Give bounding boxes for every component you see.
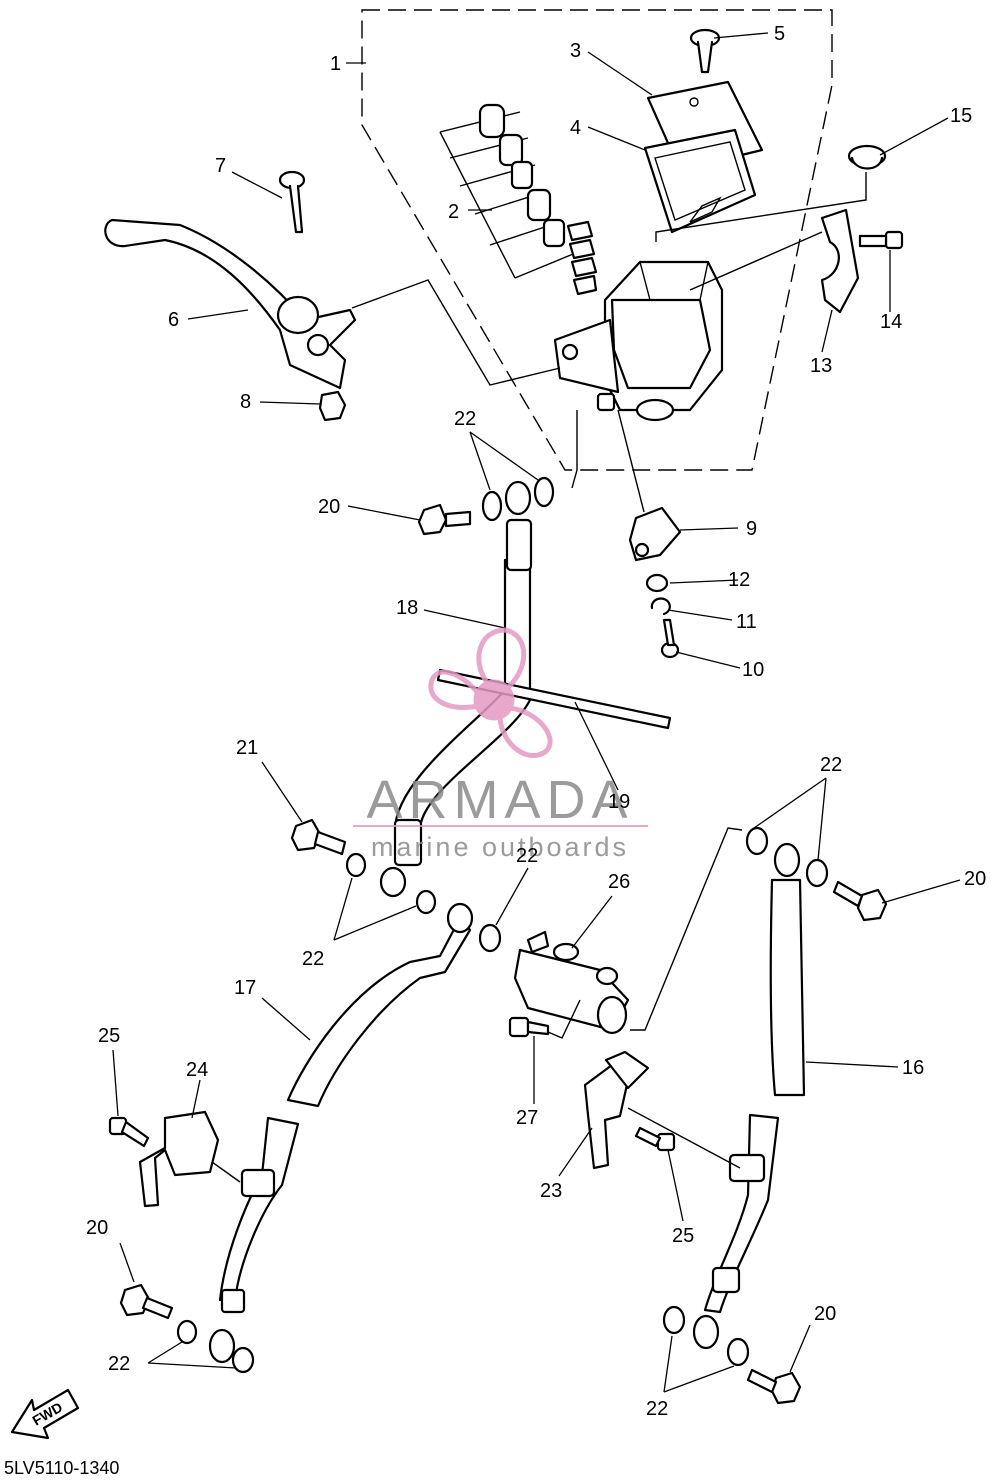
callout-13: 13 — [810, 355, 832, 377]
lock-washer-11 — [650, 597, 671, 616]
callout-22-bottom-right: 22 — [646, 1398, 668, 1420]
lever-nut — [318, 390, 347, 422]
callout-16: 16 — [902, 1057, 924, 1079]
brake-hose-17 — [208, 902, 474, 1364]
holder-bolt-25-left — [108, 1116, 150, 1148]
brake-hose-joint — [513, 930, 630, 1035]
union-bolt-20-top — [417, 503, 472, 536]
washer-12 — [645, 573, 669, 593]
callout-3: 3 — [570, 40, 581, 62]
callout-20-right: 20 — [964, 868, 986, 890]
callout-10: 10 — [742, 659, 764, 681]
brake-light-switch — [628, 506, 682, 562]
callout-25-right: 25 — [672, 1225, 694, 1247]
callout-17: 17 — [234, 977, 256, 999]
callout-25-left: 25 — [98, 1025, 120, 1047]
cap-screw — [689, 28, 721, 74]
callout-22-right: 22 — [820, 754, 842, 776]
callout-11: 11 — [736, 611, 757, 633]
callout-labels: 1 2 3 4 5 6 7 8 9 10 11 12 13 14 15 16 1… — [86, 23, 986, 1420]
copper-washers — [176, 476, 829, 1374]
callout-20-top: 20 — [318, 496, 340, 518]
callout-23: 23 — [540, 1180, 562, 1202]
holder-bolt-25-right — [634, 1126, 676, 1152]
callout-22-top: 22 — [454, 408, 476, 430]
callout-2: 2 — [448, 201, 459, 223]
hose-holder-23 — [583, 1050, 650, 1170]
union-bolt-20-bottom — [746, 1368, 802, 1405]
diagram-code: 5LV5110-1340 — [4, 1458, 119, 1478]
brake-hose-18 — [379, 480, 533, 898]
callout-22-center: 22 — [516, 845, 538, 867]
master-cylinder-body — [553, 260, 724, 422]
hose-holder-24 — [138, 1110, 220, 1208]
hose-guide-19 — [436, 668, 672, 730]
watermark-brand: ARMADA — [366, 770, 633, 830]
callout-9: 9 — [746, 518, 757, 540]
callout-20-bottom: 20 — [814, 1303, 836, 1325]
callout-21: 21 — [236, 737, 258, 759]
callout-22-mid-left: 22 — [302, 948, 324, 970]
callout-5: 5 — [774, 23, 785, 45]
lever-pivot-bolt — [278, 170, 306, 234]
holder-bolt — [858, 230, 904, 250]
callout-27: 27 — [516, 1107, 538, 1129]
callout-7: 7 — [215, 155, 226, 177]
piston-kit — [439, 103, 598, 296]
callout-15: 15 — [950, 105, 972, 127]
watermark-tagline: marine outboards — [371, 832, 629, 862]
callout-14: 14 — [880, 311, 902, 333]
callout-1: 1 — [330, 53, 341, 75]
master-cylinder-holder — [820, 208, 860, 314]
assembly-lines — [211, 172, 867, 1183]
leader-lines — [112, 32, 961, 1393]
brake-lever — [104, 218, 357, 390]
master-cylinder-assembly-boundary — [361, 9, 833, 471]
union-bolt-20-left — [119, 1283, 174, 1320]
propeller-logo-icon — [428, 627, 553, 759]
callout-24: 24 — [186, 1059, 208, 1081]
callout-26: 26 — [608, 871, 630, 893]
brake-hose-16 — [692, 842, 806, 1350]
joint-bolt — [508, 1016, 550, 1038]
pivot-cap — [847, 144, 887, 170]
callout-19: 19 — [608, 791, 630, 813]
callout-6: 6 — [168, 309, 179, 331]
callout-12: 12 — [728, 569, 750, 591]
union-bolt-20-right — [832, 880, 888, 922]
switch-screw — [660, 618, 680, 659]
callout-4: 4 — [570, 117, 581, 139]
callout-8: 8 — [240, 391, 251, 413]
fwd-arrow-icon: FWD — [10, 1388, 80, 1440]
callout-20-left: 20 — [86, 1217, 108, 1239]
union-bolt-21 — [290, 818, 347, 856]
callout-18: 18 — [396, 597, 418, 619]
reservoir-diaphragm — [643, 128, 757, 234]
callout-22-bottom-left: 22 — [108, 1353, 130, 1375]
watermark: ARMADA marine outboards — [353, 627, 648, 862]
